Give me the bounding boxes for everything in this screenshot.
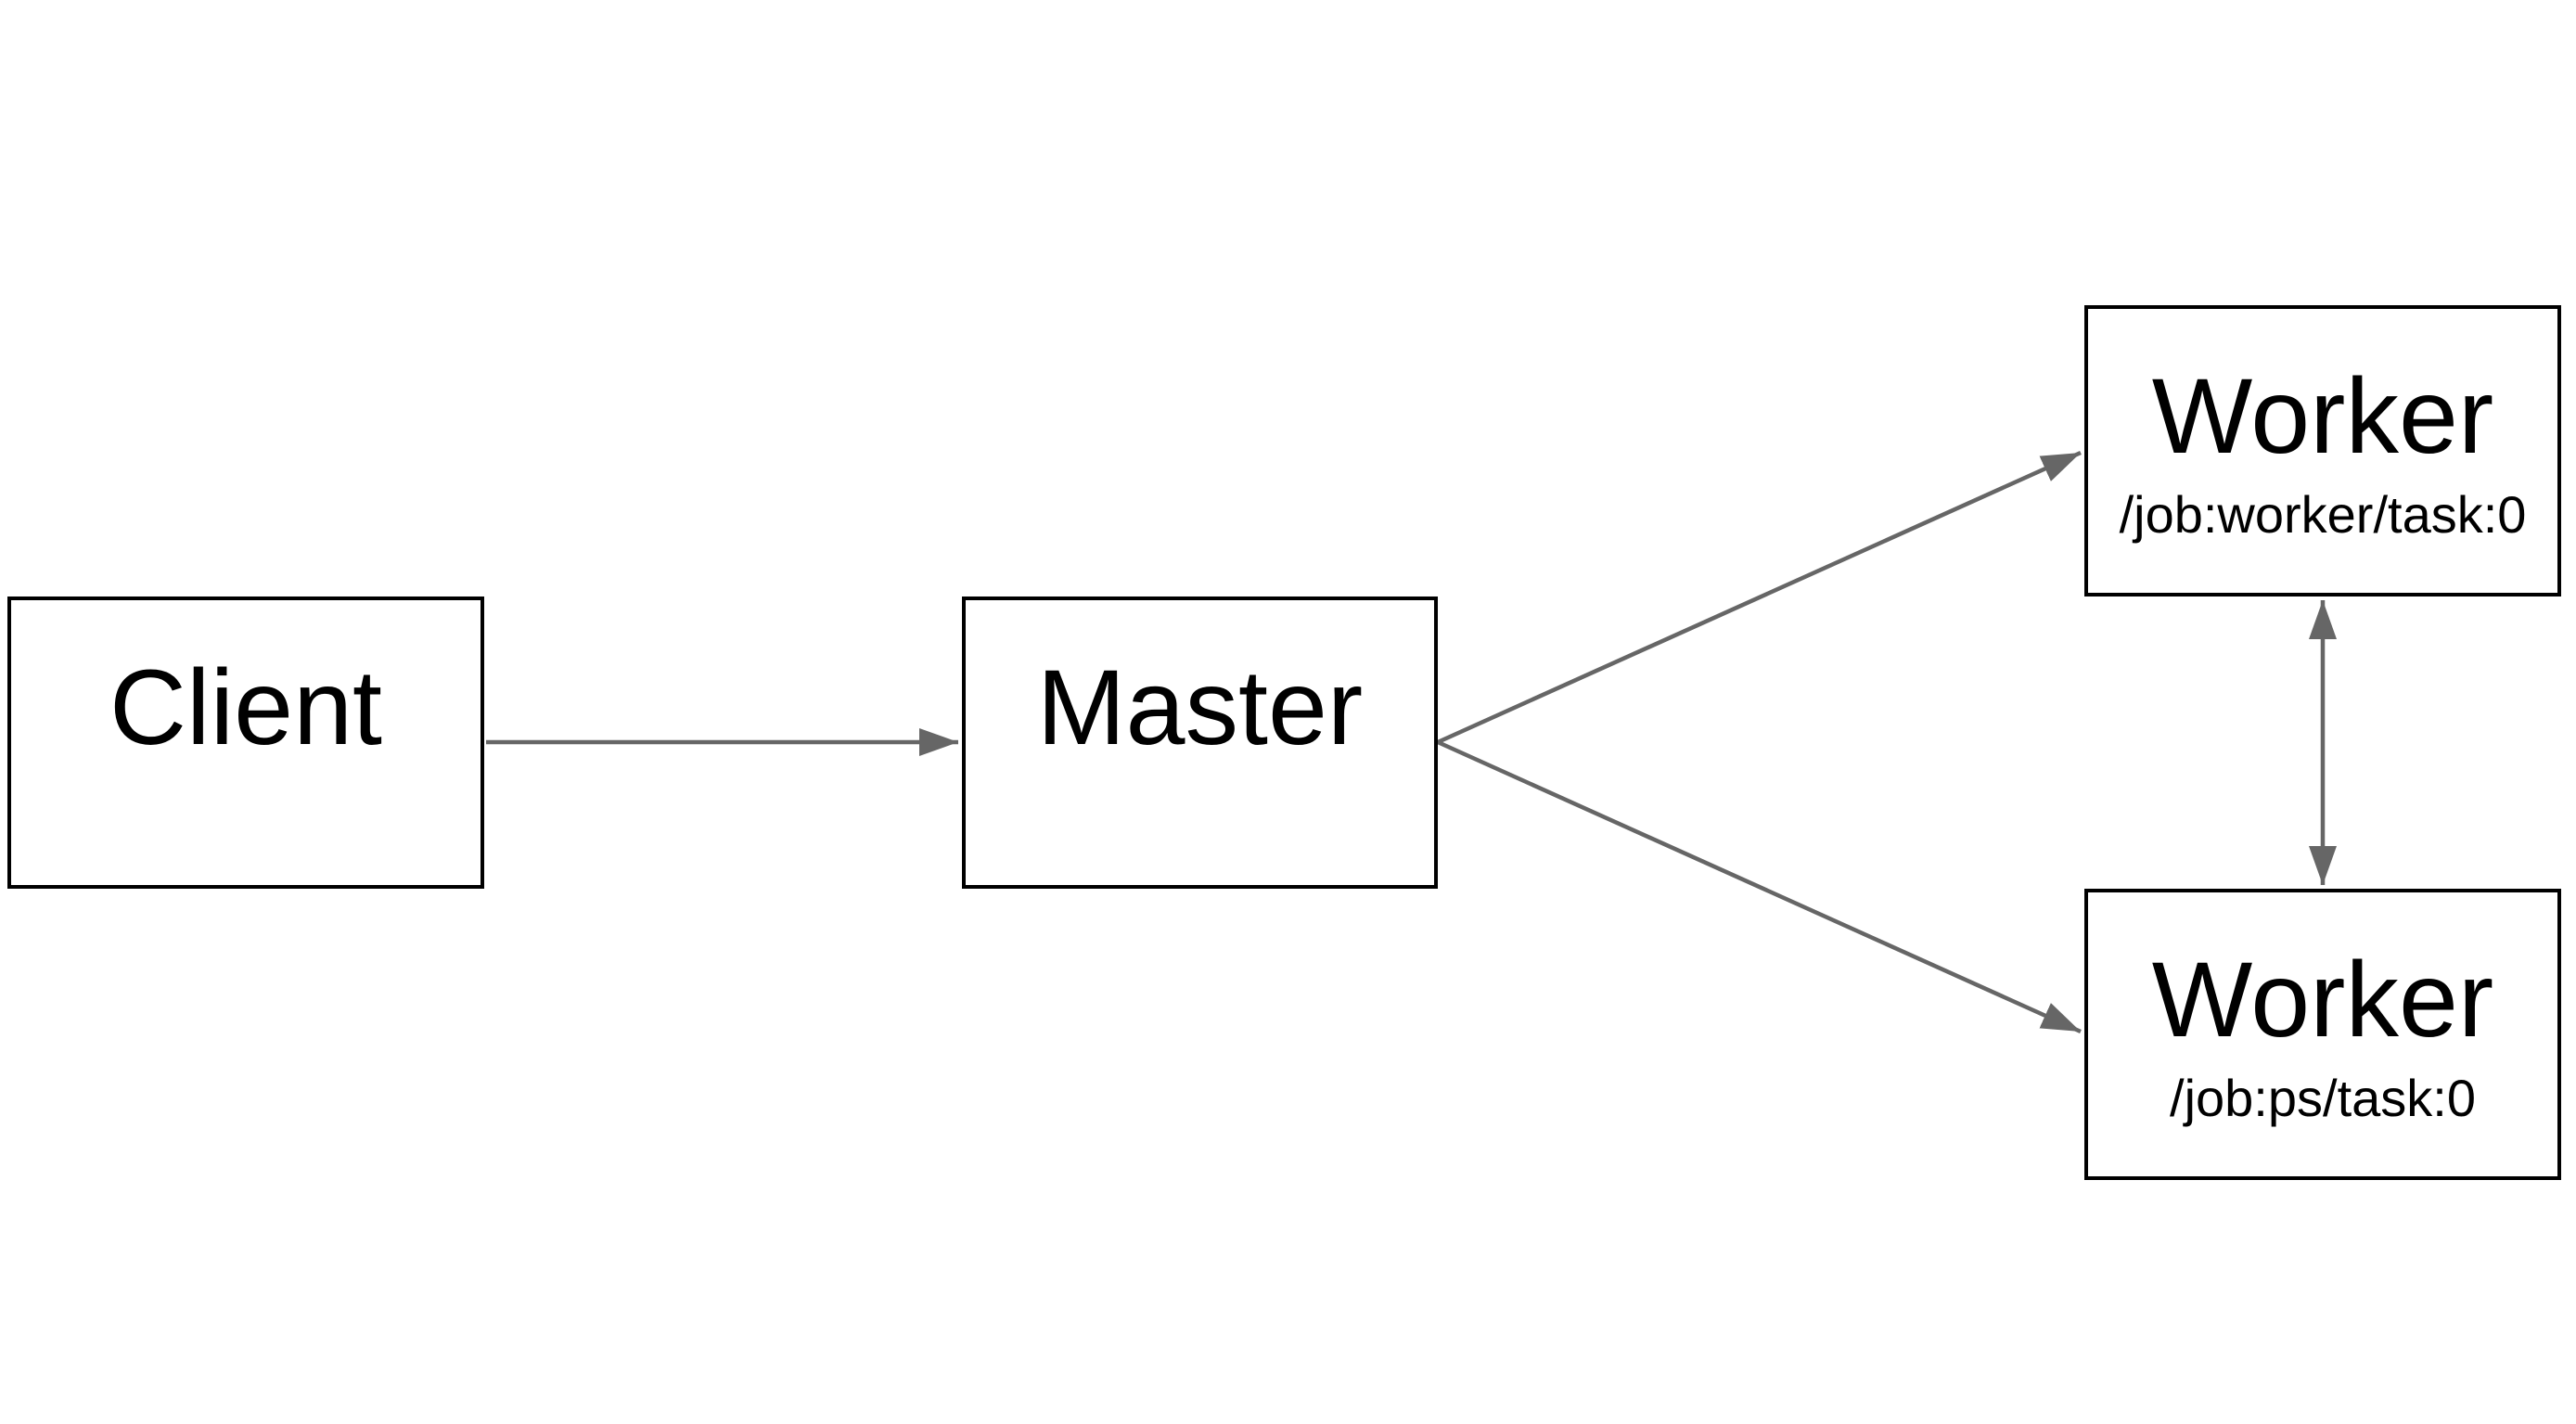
arrow-master-to-worker-task [1437,450,2082,745]
node-worker-task-label: Worker [2151,357,2494,476]
arrow-master-to-worker-ps [1437,739,2082,1034]
node-worker-task: Worker /job:worker/task:0 [2084,305,2561,597]
node-worker-ps: Worker /job:ps/task:0 [2084,889,2561,1180]
node-master: Master [962,597,1438,889]
node-client-label: Client [109,648,382,767]
node-worker-ps-label: Worker [2151,941,2494,1059]
node-worker-ps-sublabel: /job:ps/task:0 [2170,1069,2476,1128]
node-worker-task-sublabel: /job:worker/task:0 [2119,485,2527,545]
node-client: Client [7,597,484,889]
node-master-label: Master [1036,648,1364,767]
